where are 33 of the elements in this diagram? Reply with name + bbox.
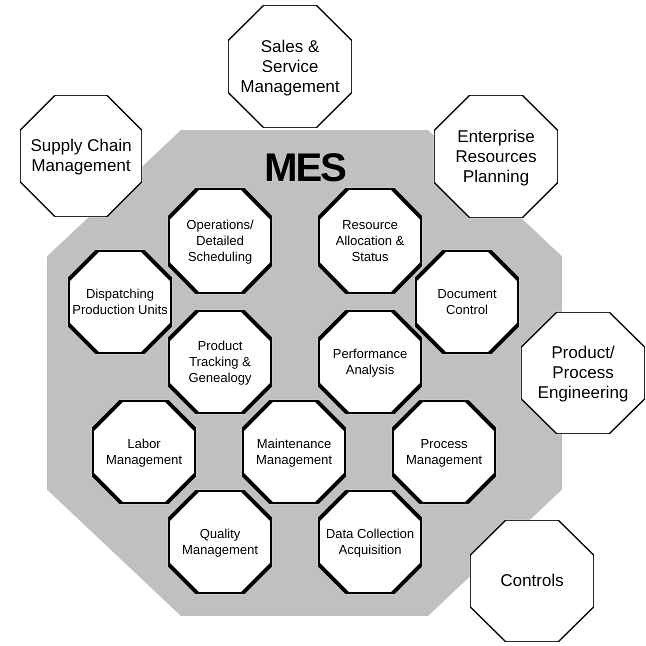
- octagon-node: [92, 400, 196, 504]
- octagon-node: [392, 400, 496, 504]
- node-label: Data Collection Acquisition: [324, 526, 416, 558]
- node-label: Labor Management: [105, 436, 183, 468]
- node-label: Process Management: [405, 436, 483, 468]
- octagon-node: [434, 95, 558, 218]
- node-label: Supply Chain Management: [29, 136, 133, 176]
- octagon-node: [168, 310, 272, 414]
- octagon-node: [470, 520, 594, 642]
- node-label: Maintenance Management: [255, 436, 333, 468]
- node-label: Resource Allocation & Status: [334, 217, 406, 265]
- octagon-node: [228, 5, 352, 128]
- octagon-node: [318, 310, 422, 414]
- node-label: Operations/ Detailed Scheduling: [185, 217, 255, 265]
- node-label: Product/ Process Engineering: [536, 343, 630, 403]
- node-label: Performance Analysis: [332, 346, 408, 378]
- octagon-node: [20, 95, 142, 217]
- node-label: Quality Management: [181, 526, 259, 558]
- node-label: Controls: [500, 571, 564, 591]
- octagon-node: [242, 400, 346, 504]
- node-label: Product Tracking & Genealogy: [188, 338, 252, 386]
- octagon-node: [68, 250, 172, 354]
- octagon-node: [168, 490, 272, 594]
- node-label: Sales & Service Management: [239, 36, 341, 96]
- octagon-node: [318, 490, 422, 594]
- node-label: Enterprise Resources Planning: [454, 126, 538, 186]
- octagon-node: [318, 188, 422, 294]
- group-title: MES: [264, 146, 345, 190]
- octagon-node: [521, 312, 645, 434]
- node-label: Dispatching Production Units: [72, 286, 168, 318]
- node-label: Document Control: [436, 286, 498, 318]
- octagon-node: [168, 188, 272, 294]
- octagon-node: [415, 250, 519, 354]
